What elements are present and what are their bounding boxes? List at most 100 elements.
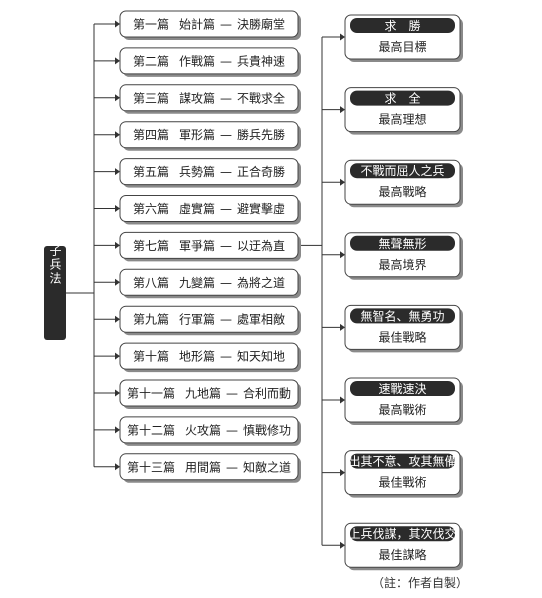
chapter-node: 第五篇兵勢篇—正合奇勝: [119, 158, 301, 188]
chapter-box: [119, 416, 299, 444]
chapter-number: 第六篇: [133, 201, 169, 216]
principle-subtitle: 最高目標: [378, 39, 426, 54]
arrow-head: [115, 315, 120, 323]
root-box: [44, 246, 66, 340]
principle-title: 不戰而屈人之兵: [360, 164, 444, 178]
chapter-label: 第八篇九變篇—為將之道: [133, 275, 285, 290]
chapter-box: [119, 158, 299, 186]
chapter-number: 第四篇: [133, 127, 169, 142]
principle-subtitle: 最高境界: [378, 257, 426, 272]
principle-subtitle: 最佳謀略: [378, 547, 426, 562]
chapter-label: 第十一篇九地篇—合利而動: [127, 386, 291, 401]
chapter-number: 第九篇: [133, 312, 169, 327]
source-note: （註：作者自製）: [372, 576, 469, 590]
chapter-number: 第十三篇: [127, 459, 175, 474]
chapter-box: [119, 305, 299, 333]
chapter-label: 第七篇軍爭篇—以迂為直: [133, 238, 285, 253]
principle-title-pill: [350, 90, 455, 106]
principle-title-pill: [350, 308, 455, 324]
chapter-number: 第十一篇: [127, 386, 175, 401]
arrow-head: [115, 352, 120, 360]
chapter-dash: —: [220, 350, 232, 364]
chapter-number: 第二篇: [133, 53, 169, 68]
chapter-number: 第五篇: [133, 164, 169, 179]
arrow-head: [340, 541, 345, 549]
chapter-node: 第八篇九變篇—為將之道: [119, 268, 301, 299]
chapter-name: 用間篇: [185, 459, 221, 474]
chapter-node: 第十篇地形篇—知天知地: [119, 342, 301, 373]
chapter-name: 九變篇: [179, 275, 215, 290]
chapter-dash: —: [226, 387, 238, 401]
chapter-list: 第一篇始計篇—決勝廟堂第二篇作戰篇—兵貴神速第三篇謀攻篇—不戰求全第四篇軍形篇—…: [119, 10, 301, 483]
chapter-number: 第八篇: [133, 275, 169, 290]
chapter-box: [119, 47, 299, 75]
principle-title: 速戰速決: [378, 382, 426, 396]
arrow-head: [340, 469, 345, 477]
chapter-node: 第十一篇九地篇—合利而動: [119, 379, 301, 409]
arrow-head: [340, 33, 345, 41]
chapter-summary: 勝兵先勝: [237, 127, 285, 142]
chapter-label: 第六篇虛實篇—避實擊虛: [133, 201, 285, 216]
principle-title: 無聲無形: [378, 236, 426, 251]
principle-title-pill: [350, 526, 455, 542]
chapter-box: [119, 342, 299, 370]
chapter-summary: 處軍相敵: [237, 312, 285, 327]
chapter-node: 第七篇軍爭篇—以迂為直: [119, 231, 301, 262]
chapter-number: 第十二篇: [127, 422, 175, 437]
principle-title-pill: [350, 235, 455, 251]
chapter-name: 九地篇: [185, 386, 221, 401]
chapter-dash: —: [220, 202, 232, 216]
chapter-node: 第十二篇火攻篇—慎戰修功: [119, 416, 301, 446]
chapter-name: 虛實篇: [179, 201, 215, 216]
chapter-box: [119, 195, 299, 222]
chapter-label: 第三篇謀攻篇—不戰求全: [133, 90, 285, 105]
chapter-summary: 不戰求全: [237, 90, 285, 105]
chapter-number: 第一篇: [133, 17, 169, 32]
chapter-number: 第七篇: [133, 238, 169, 253]
arrow-head: [115, 389, 120, 397]
principle-subtitle: 最佳戰術: [378, 476, 426, 490]
arrow-head: [115, 278, 120, 286]
chapter-node: 第六篇虛實篇—避實擊虛: [119, 195, 301, 225]
arrow-head: [340, 323, 345, 331]
chapter-node: 第一篇始計篇—決勝廟堂: [119, 10, 301, 40]
chapter-dash: —: [220, 18, 232, 32]
principle-subtitle: 最高理想: [378, 112, 426, 127]
chapter-node: 第九篇行軍篇—處軍相敵: [119, 305, 301, 336]
chapter-box: [119, 268, 299, 296]
chapter-summary: 知天知地: [237, 350, 285, 364]
chapter-summary: 正合奇勝: [237, 164, 285, 179]
arrow-head: [340, 106, 345, 114]
chapter-box: [119, 84, 299, 112]
arrow-head: [115, 168, 120, 176]
chapter-name: 軍形篇: [179, 127, 215, 142]
chapter-summary: 兵貴神速: [237, 54, 285, 68]
principle-title: 出其不意、攻其無備: [348, 454, 456, 469]
chapter-box: [119, 121, 299, 149]
chapter-label: 第十篇地形篇—知天知地: [133, 349, 285, 364]
arrow-head: [340, 396, 345, 404]
arrow-head: [340, 178, 345, 186]
principle-title-pill: [350, 163, 455, 179]
chapter-summary: 決勝廟堂: [237, 17, 285, 32]
principle-title: 求 勝: [384, 18, 420, 33]
arrow-head: [115, 57, 120, 65]
chapter-dash: —: [220, 128, 232, 142]
chapter-name: 謀攻篇: [179, 90, 215, 105]
arrow-head: [115, 94, 120, 102]
chapter-name: 地形篇: [179, 349, 215, 364]
arrow-head: [115, 131, 120, 139]
connector-lines: [66, 20, 345, 549]
chapter-node: 第三篇謀攻篇—不戰求全: [119, 84, 301, 114]
principle-title: 無智名、無勇功: [360, 308, 444, 323]
chapter-node: 第四篇軍形篇 — 勝兵先勝: [119, 121, 301, 151]
principle-subtitle: 最佳戰略: [378, 329, 426, 344]
chapter-dash: —: [226, 423, 238, 437]
arrow-head: [115, 20, 120, 28]
arrow-head: [115, 426, 120, 434]
chapter-number: 第三篇: [133, 90, 169, 105]
